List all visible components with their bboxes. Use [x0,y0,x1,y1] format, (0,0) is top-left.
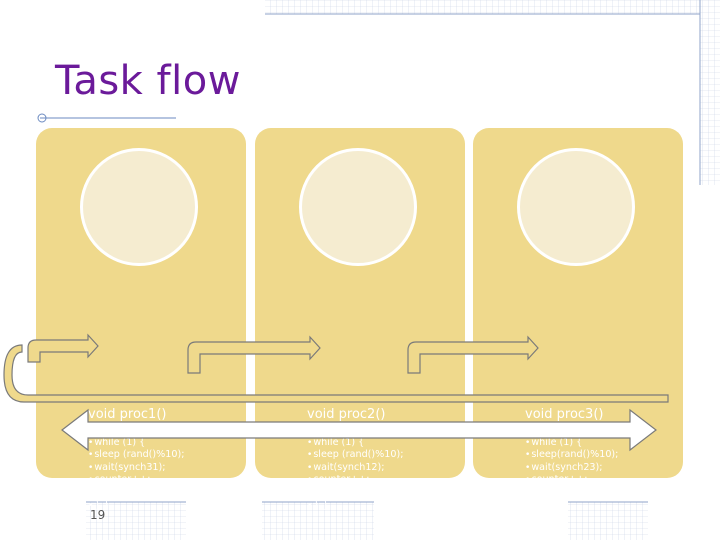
code-line: signal(synch12); [88,487,184,500]
process-card-3: void proc3() { while (1) { sleep(rand()%… [473,128,683,498]
code-line: sleep(rand()%10); [525,449,629,462]
code-line: } } [88,500,184,513]
process-title-1: void proc1() [88,407,167,422]
code-line: while (1) { [525,437,629,450]
code-line: wait(synch23); [525,462,629,475]
code-line: wait(synch12); [307,462,403,475]
code-line: wait(synch31); [88,462,184,475]
process-card-2: void proc2() { while (1) { sleep (rand()… [255,128,465,511]
double-headed-arrow [61,408,657,452]
code-line: sleep (rand()%10); [307,449,403,462]
bent-arrow-into-proc1 [27,333,99,363]
code-line: counter++; [307,474,403,487]
code-line: counter++; [88,474,184,487]
code-line: signal(synch31); } } [525,487,629,500]
process-circle-3 [517,148,635,266]
process-circle-1 [80,148,198,266]
process-title-3: void proc3() [525,407,604,422]
code-line: counter++; [525,474,629,487]
return-loop-line [3,344,669,403]
process-circle-2 [299,148,417,266]
process-card-1: void proc1() { while (1) { sleep (rand()… [36,128,246,511]
code-line: signal(synch23); [307,487,403,500]
slide-title: Task flow [55,58,241,104]
bent-arrow-proc1-to-proc2 [187,335,321,374]
code-line: } } [307,500,403,513]
page-number: 19 [90,508,106,522]
process-title-2: void proc2() [307,407,386,422]
code-line: while (1) { [88,437,184,450]
code-line: while (1) { [307,437,403,450]
title-underline-decoration [37,113,176,123]
bent-arrow-proc2-to-proc3 [407,335,539,374]
code-line: sleep (rand()%10); [88,449,184,462]
